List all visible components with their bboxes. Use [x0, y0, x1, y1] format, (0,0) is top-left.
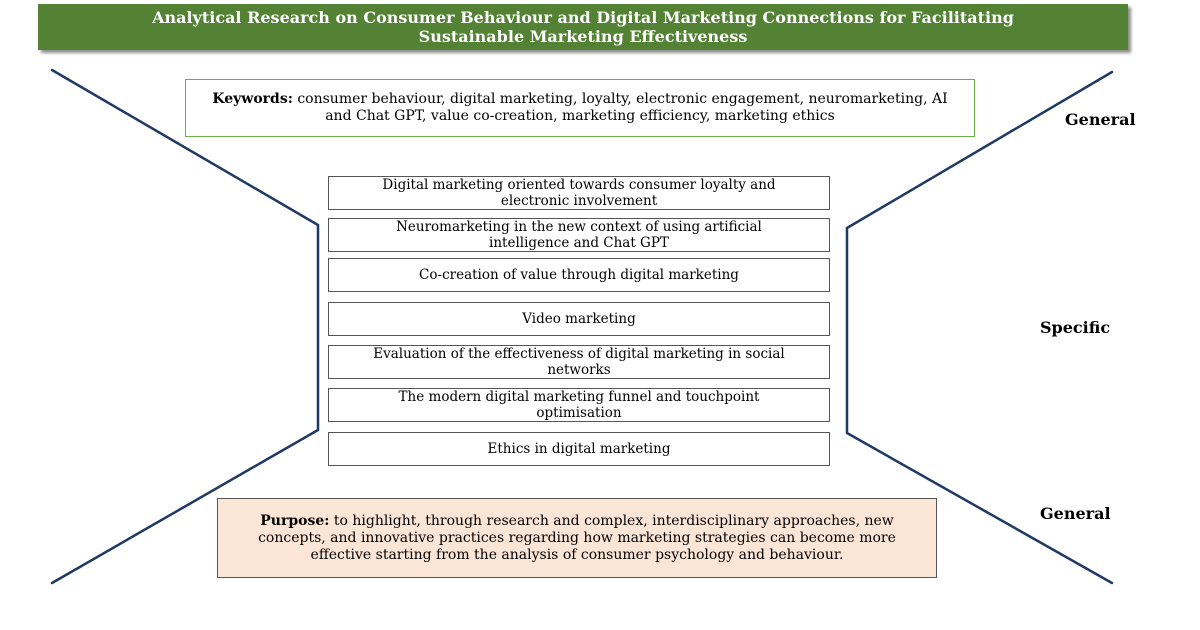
topic-box-5: Evaluation of the effectiveness of digit…	[328, 345, 830, 379]
purpose-label: Purpose:	[260, 512, 330, 529]
purpose-content: Purpose: to highlight, through research …	[242, 513, 912, 564]
topic-box-4: Video marketing	[328, 302, 830, 336]
topic-box-2: Neuromarketing in the new context of usi…	[328, 218, 830, 252]
keywords-content: Keywords: consumer behaviour, digital ma…	[206, 91, 954, 125]
keywords-label: Keywords:	[212, 91, 293, 107]
topic-box-6: The modern digital marketing funnel and …	[328, 388, 830, 422]
label-specific: Specific	[1040, 318, 1111, 337]
title-line-1: Analytical Research on Consumer Behaviou…	[152, 8, 1014, 27]
label-general-bottom: General	[1040, 504, 1111, 523]
right-upper-line	[845, 70, 1114, 585]
topic-box-7: Ethics in digital marketing	[328, 432, 830, 466]
title-line-2: Sustainable Marketing Effectiveness	[418, 27, 748, 46]
left-upper-line	[50, 68, 320, 585]
title-banner: Analytical Research on Consumer Behaviou…	[38, 4, 1128, 50]
keywords-text: consumer behaviour, digital marketing, l…	[292, 91, 948, 124]
keywords-box: Keywords: consumer behaviour, digital ma…	[185, 79, 975, 137]
topic-box-1: Digital marketing oriented towards consu…	[328, 176, 830, 210]
purpose-text: to highlight, through research and compl…	[258, 512, 896, 563]
purpose-box: Purpose: to highlight, through research …	[217, 498, 937, 578]
label-general-top: General	[1065, 110, 1136, 129]
topic-box-3: Co-creation of value through digital mar…	[328, 258, 830, 292]
